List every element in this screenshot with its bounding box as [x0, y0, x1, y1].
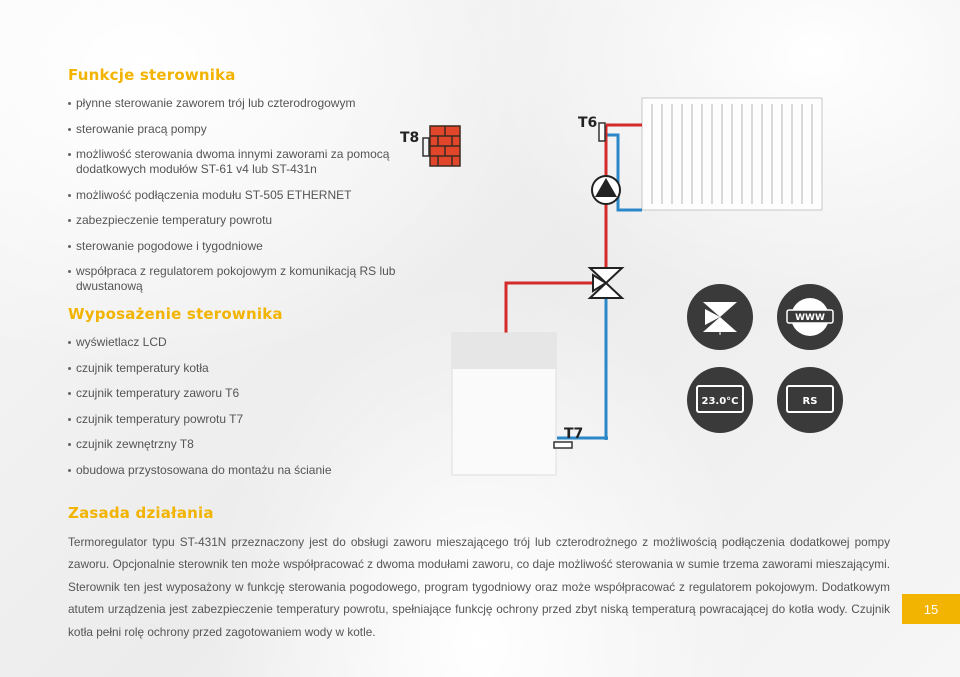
- boiler-supply-pipe: [504, 281, 592, 335]
- list-item: zabezpieczenie temperatury powrotu: [68, 213, 428, 228]
- radiator-icon: [641, 97, 823, 211]
- installation-diagram: T8 T6: [400, 97, 843, 476]
- boiler-icon: [451, 332, 557, 476]
- rs-badge: RS: [777, 367, 843, 433]
- principle-paragraph: Termoregulator typu ST-431N przeznaczony…: [68, 535, 890, 639]
- temperature-readout: 23.0°C: [701, 396, 738, 407]
- t7-sensor-icon: [553, 441, 573, 449]
- mixing-valve-icon: [587, 267, 625, 299]
- list-item: płynne sterowanie zaworem trój lub czter…: [68, 96, 428, 111]
- list-item: obudowa przystosowana do montażu na ścia…: [68, 463, 428, 478]
- t6-sensor-icon: [598, 122, 606, 142]
- list-item: czujnik temperatury zaworu T6: [68, 386, 428, 401]
- www-label: WWW: [795, 313, 825, 323]
- plus-icon: +: [715, 324, 725, 338]
- equipment-list: wyświetlacz LCD czujnik temperatury kotł…: [68, 335, 428, 489]
- pump-icon: [591, 175, 621, 205]
- t8-sensor-icon: [422, 137, 430, 157]
- principle-heading: Zasada działania: [68, 504, 214, 522]
- t6-label: T6: [578, 115, 597, 131]
- t8-label: T8: [400, 130, 419, 146]
- t7-label: T7: [564, 426, 583, 442]
- functions-heading: Funkcje sterownika: [68, 66, 236, 84]
- list-item: współpraca z regulatorem pokojowym z kom…: [68, 264, 428, 294]
- page-number: 15: [902, 594, 960, 624]
- brick-wall-icon: [429, 125, 461, 167]
- additional-valve-badge: +: [687, 284, 753, 350]
- list-item: czujnik zewnętrzny T8: [68, 437, 428, 452]
- return-pipe-upper: [605, 133, 642, 212]
- equipment-heading: Wyposażenie sterownika: [68, 305, 283, 323]
- list-item: wyświetlacz LCD: [68, 335, 428, 350]
- functions-list: płynne sterowanie zaworem trój lub czter…: [68, 96, 428, 305]
- list-item: sterowanie pracą pompy: [68, 122, 428, 137]
- list-item: czujnik temperatury kotła: [68, 361, 428, 376]
- room-regulator-badge: 23.0°C: [687, 367, 753, 433]
- list-item: możliwość sterowania dwoma innymi zawora…: [68, 147, 428, 177]
- ethernet-badge: WWW: [777, 284, 843, 350]
- list-item: sterowanie pogodowe i tygodniowe: [68, 239, 428, 254]
- list-item: czujnik temperatury powrotu T7: [68, 412, 428, 427]
- list-item: możliwość podłączenia modułu ST-505 ETHE…: [68, 188, 428, 203]
- rs-label: RS: [803, 396, 818, 407]
